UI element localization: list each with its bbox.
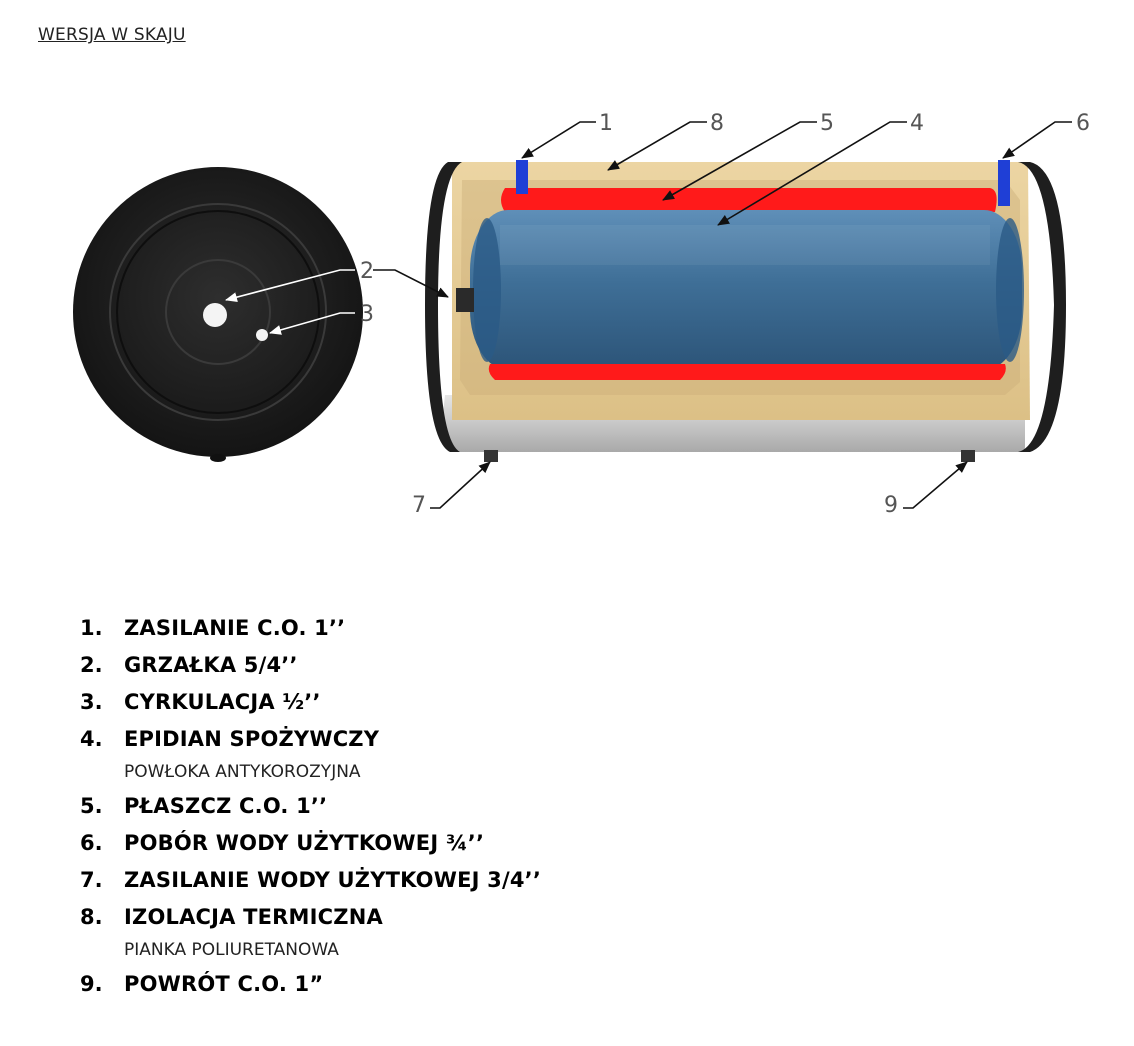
- hot-water-pipe-icon: [998, 160, 1010, 206]
- legend-item: 5. PŁASZCZ C.O. 1’’: [80, 793, 541, 820]
- legend-label: CYRKULACJA ½’’: [124, 690, 321, 714]
- disc-callout-arrows: [225, 269, 355, 335]
- legend-number: 6.: [80, 831, 103, 855]
- legend-label: POWRÓT C.O. 1”: [124, 972, 324, 996]
- legend-item: 3. CYRKULACJA ½’’: [80, 689, 541, 716]
- legend-number: 9.: [80, 972, 103, 996]
- callout-4: 4: [910, 111, 924, 136]
- legend-label: ZASILANIE WODY UŻYTKOWEJ 3/4’’: [124, 868, 542, 892]
- boiler-cutaway: [425, 160, 1066, 462]
- callout-1: 1: [599, 111, 613, 136]
- legend-sublabel: POWŁOKA ANTYKOROZYJNA: [124, 762, 361, 782]
- legend-label: POBÓR WODY UŻYTKOWEJ ¾’’: [124, 831, 485, 855]
- legend-label: IZOLACJA TERMICZNA: [124, 905, 383, 929]
- legend-label: ZASILANIE C.O. 1’’: [124, 616, 346, 640]
- callout-8: 8: [710, 111, 724, 136]
- boiler-diagram: 1 2 3 4 5 6 7 8 9: [73, 111, 1090, 518]
- legend-label: GRZAŁKA 5/4’’: [124, 653, 298, 677]
- callout-9: 9: [884, 493, 898, 518]
- legend-item: 1. ZASILANIE C.O. 1’’: [80, 615, 541, 642]
- legend-sublabel: PIANKA POLIURETANOWA: [124, 940, 339, 960]
- legend-number: 3.: [80, 690, 103, 714]
- legend-item: 4. EPIDIAN SPOŻYWCZY POWŁOKA ANTYKOROZYJ…: [80, 726, 541, 783]
- circulation-port-icon: [256, 329, 268, 341]
- callout-5: 5: [820, 111, 834, 136]
- legend-number: 5.: [80, 794, 103, 818]
- legend-number: 1.: [80, 616, 103, 640]
- legend-number: 2.: [80, 653, 103, 677]
- legend-item: 9. POWRÓT C.O. 1”: [80, 971, 541, 998]
- callout-6: 6: [1076, 111, 1090, 136]
- parts-legend: 1. ZASILANIE C.O. 1’’ 2. GRZAŁKA 5/4’’ 3…: [80, 615, 541, 1008]
- callout-7: 7: [412, 493, 426, 518]
- legend-item: 2. GRZAŁKA 5/4’’: [80, 652, 541, 679]
- legend-label: EPIDIAN SPOŻYWCZY: [124, 727, 380, 751]
- callout-3: 3: [360, 302, 374, 327]
- legend-item: 7. ZASILANIE WODY UŻYTKOWEJ 3/4’’: [80, 867, 541, 894]
- callout-arrows: [373, 121, 1072, 509]
- legend-item: 8. IZOLACJA TERMICZNA PIANKA POLIURETANO…: [80, 904, 541, 961]
- legend-item: 6. POBÓR WODY UŻYTKOWEJ ¾’’: [80, 830, 541, 857]
- version-title: WERSJA W SKAJU: [38, 25, 186, 45]
- legend-number: 4.: [80, 727, 103, 751]
- legend-number: 7.: [80, 868, 103, 892]
- callout-2: 2: [360, 259, 374, 284]
- legend-number: 8.: [80, 905, 103, 929]
- end-view-disc: [73, 167, 363, 462]
- supply-pipe-icon: [516, 160, 528, 194]
- heater-port-icon: [203, 303, 227, 327]
- legend-label: PŁASZCZ C.O. 1’’: [124, 794, 328, 818]
